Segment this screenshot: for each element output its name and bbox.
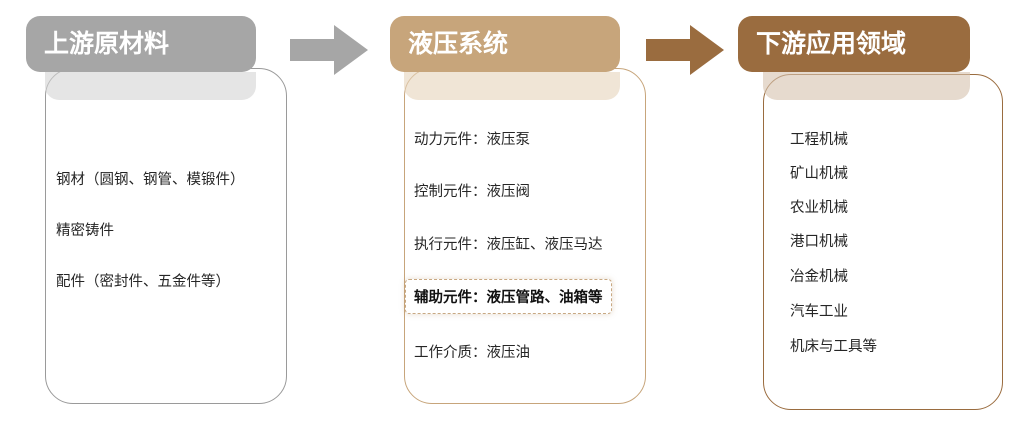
hydraulic-item: 控制元件：液压阀 bbox=[414, 184, 530, 200]
hydraulic-header-tail bbox=[404, 72, 620, 100]
downstream-title: 下游应用领域 bbox=[756, 29, 907, 58]
hydraulic-header: 液压系统 bbox=[390, 16, 620, 72]
hydraulic-item-highlighted: 辅助元件：液压管路、油箱等 bbox=[405, 279, 612, 314]
arrow-right-icon bbox=[290, 25, 368, 75]
hydraulic-card bbox=[404, 68, 646, 404]
downstream-header-tail bbox=[763, 72, 970, 100]
hydraulic-item: 动力元件：液压泵 bbox=[414, 132, 530, 148]
downstream-item: 矿山机械 bbox=[790, 166, 848, 182]
downstream-header: 下游应用领域 bbox=[738, 16, 970, 72]
downstream-item: 汽车工业 bbox=[790, 304, 848, 320]
arrow-right-icon bbox=[646, 25, 724, 75]
upstream-title: 上游原材料 bbox=[44, 29, 170, 58]
upstream-item: 配件（密封件、五金件等） bbox=[56, 274, 230, 290]
downstream-item: 工程机械 bbox=[790, 132, 848, 148]
downstream-item: 港口机械 bbox=[790, 234, 848, 250]
upstream-item: 钢材（圆钢、钢管、模锻件） bbox=[56, 172, 245, 188]
downstream-card bbox=[763, 74, 1003, 410]
upstream-header-tail bbox=[45, 72, 256, 100]
hydraulic-item: 执行元件：液压缸、液压马达 bbox=[414, 237, 603, 253]
upstream-card bbox=[45, 68, 287, 404]
downstream-item: 冶金机械 bbox=[790, 269, 848, 285]
hydraulic-item: 工作介质：液压油 bbox=[414, 345, 530, 361]
downstream-item: 农业机械 bbox=[790, 200, 848, 216]
hydraulic-title: 液压系统 bbox=[408, 29, 509, 58]
upstream-header: 上游原材料 bbox=[26, 16, 256, 72]
downstream-item: 机床与工具等 bbox=[790, 339, 877, 355]
upstream-item: 精密铸件 bbox=[56, 223, 114, 239]
